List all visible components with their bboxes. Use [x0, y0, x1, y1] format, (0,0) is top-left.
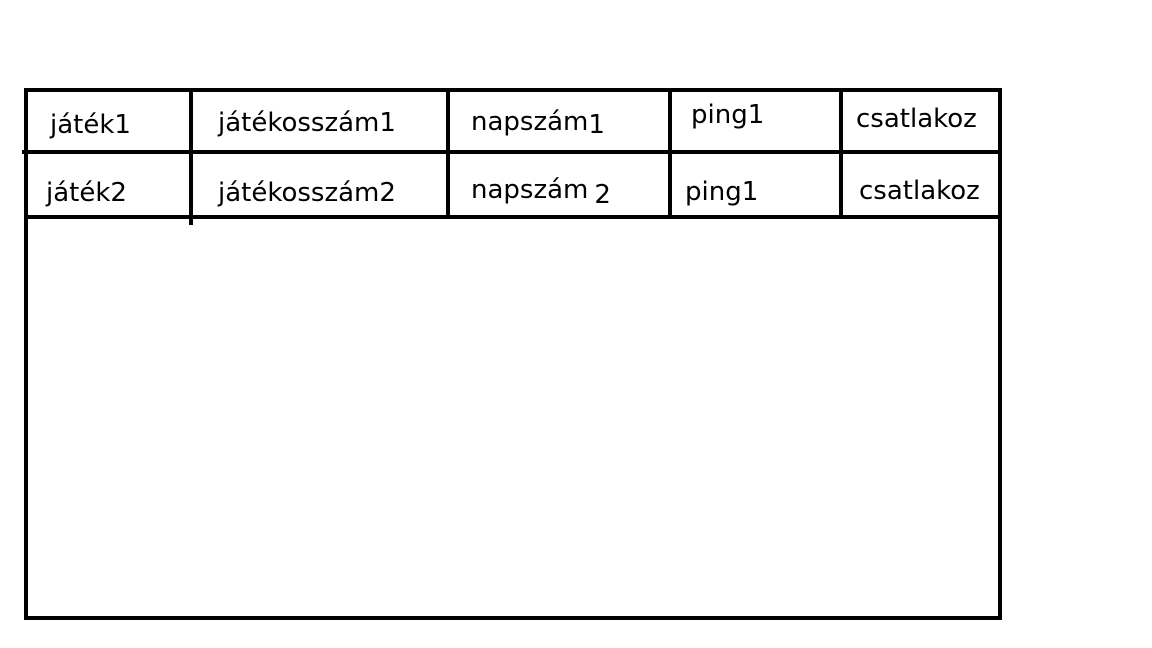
- game-name: játék2: [46, 178, 127, 208]
- day-count-number: 2: [594, 180, 611, 210]
- row-separator: [22, 150, 1002, 154]
- connect-button[interactable]: csatlakoz: [859, 176, 980, 206]
- ping-value: ping1: [685, 177, 759, 207]
- day-count-label: napszám: [471, 175, 589, 205]
- day-count: napszám1: [471, 107, 605, 140]
- server-list-panel: [24, 88, 1002, 620]
- row-separator: [24, 215, 1002, 219]
- player-count: játékosszám1: [218, 108, 396, 138]
- game-name: játék1: [50, 110, 131, 140]
- column-separator: [668, 88, 672, 219]
- day-count-label: napszám: [471, 107, 589, 137]
- column-separator: [446, 88, 450, 219]
- ping-value: ping1: [691, 100, 765, 130]
- day-count-number: 1: [588, 110, 605, 140]
- player-count: játékosszám2: [218, 178, 396, 208]
- connect-button[interactable]: csatlakoz: [856, 104, 977, 134]
- column-separator: [839, 88, 843, 219]
- column-separator: [189, 88, 193, 225]
